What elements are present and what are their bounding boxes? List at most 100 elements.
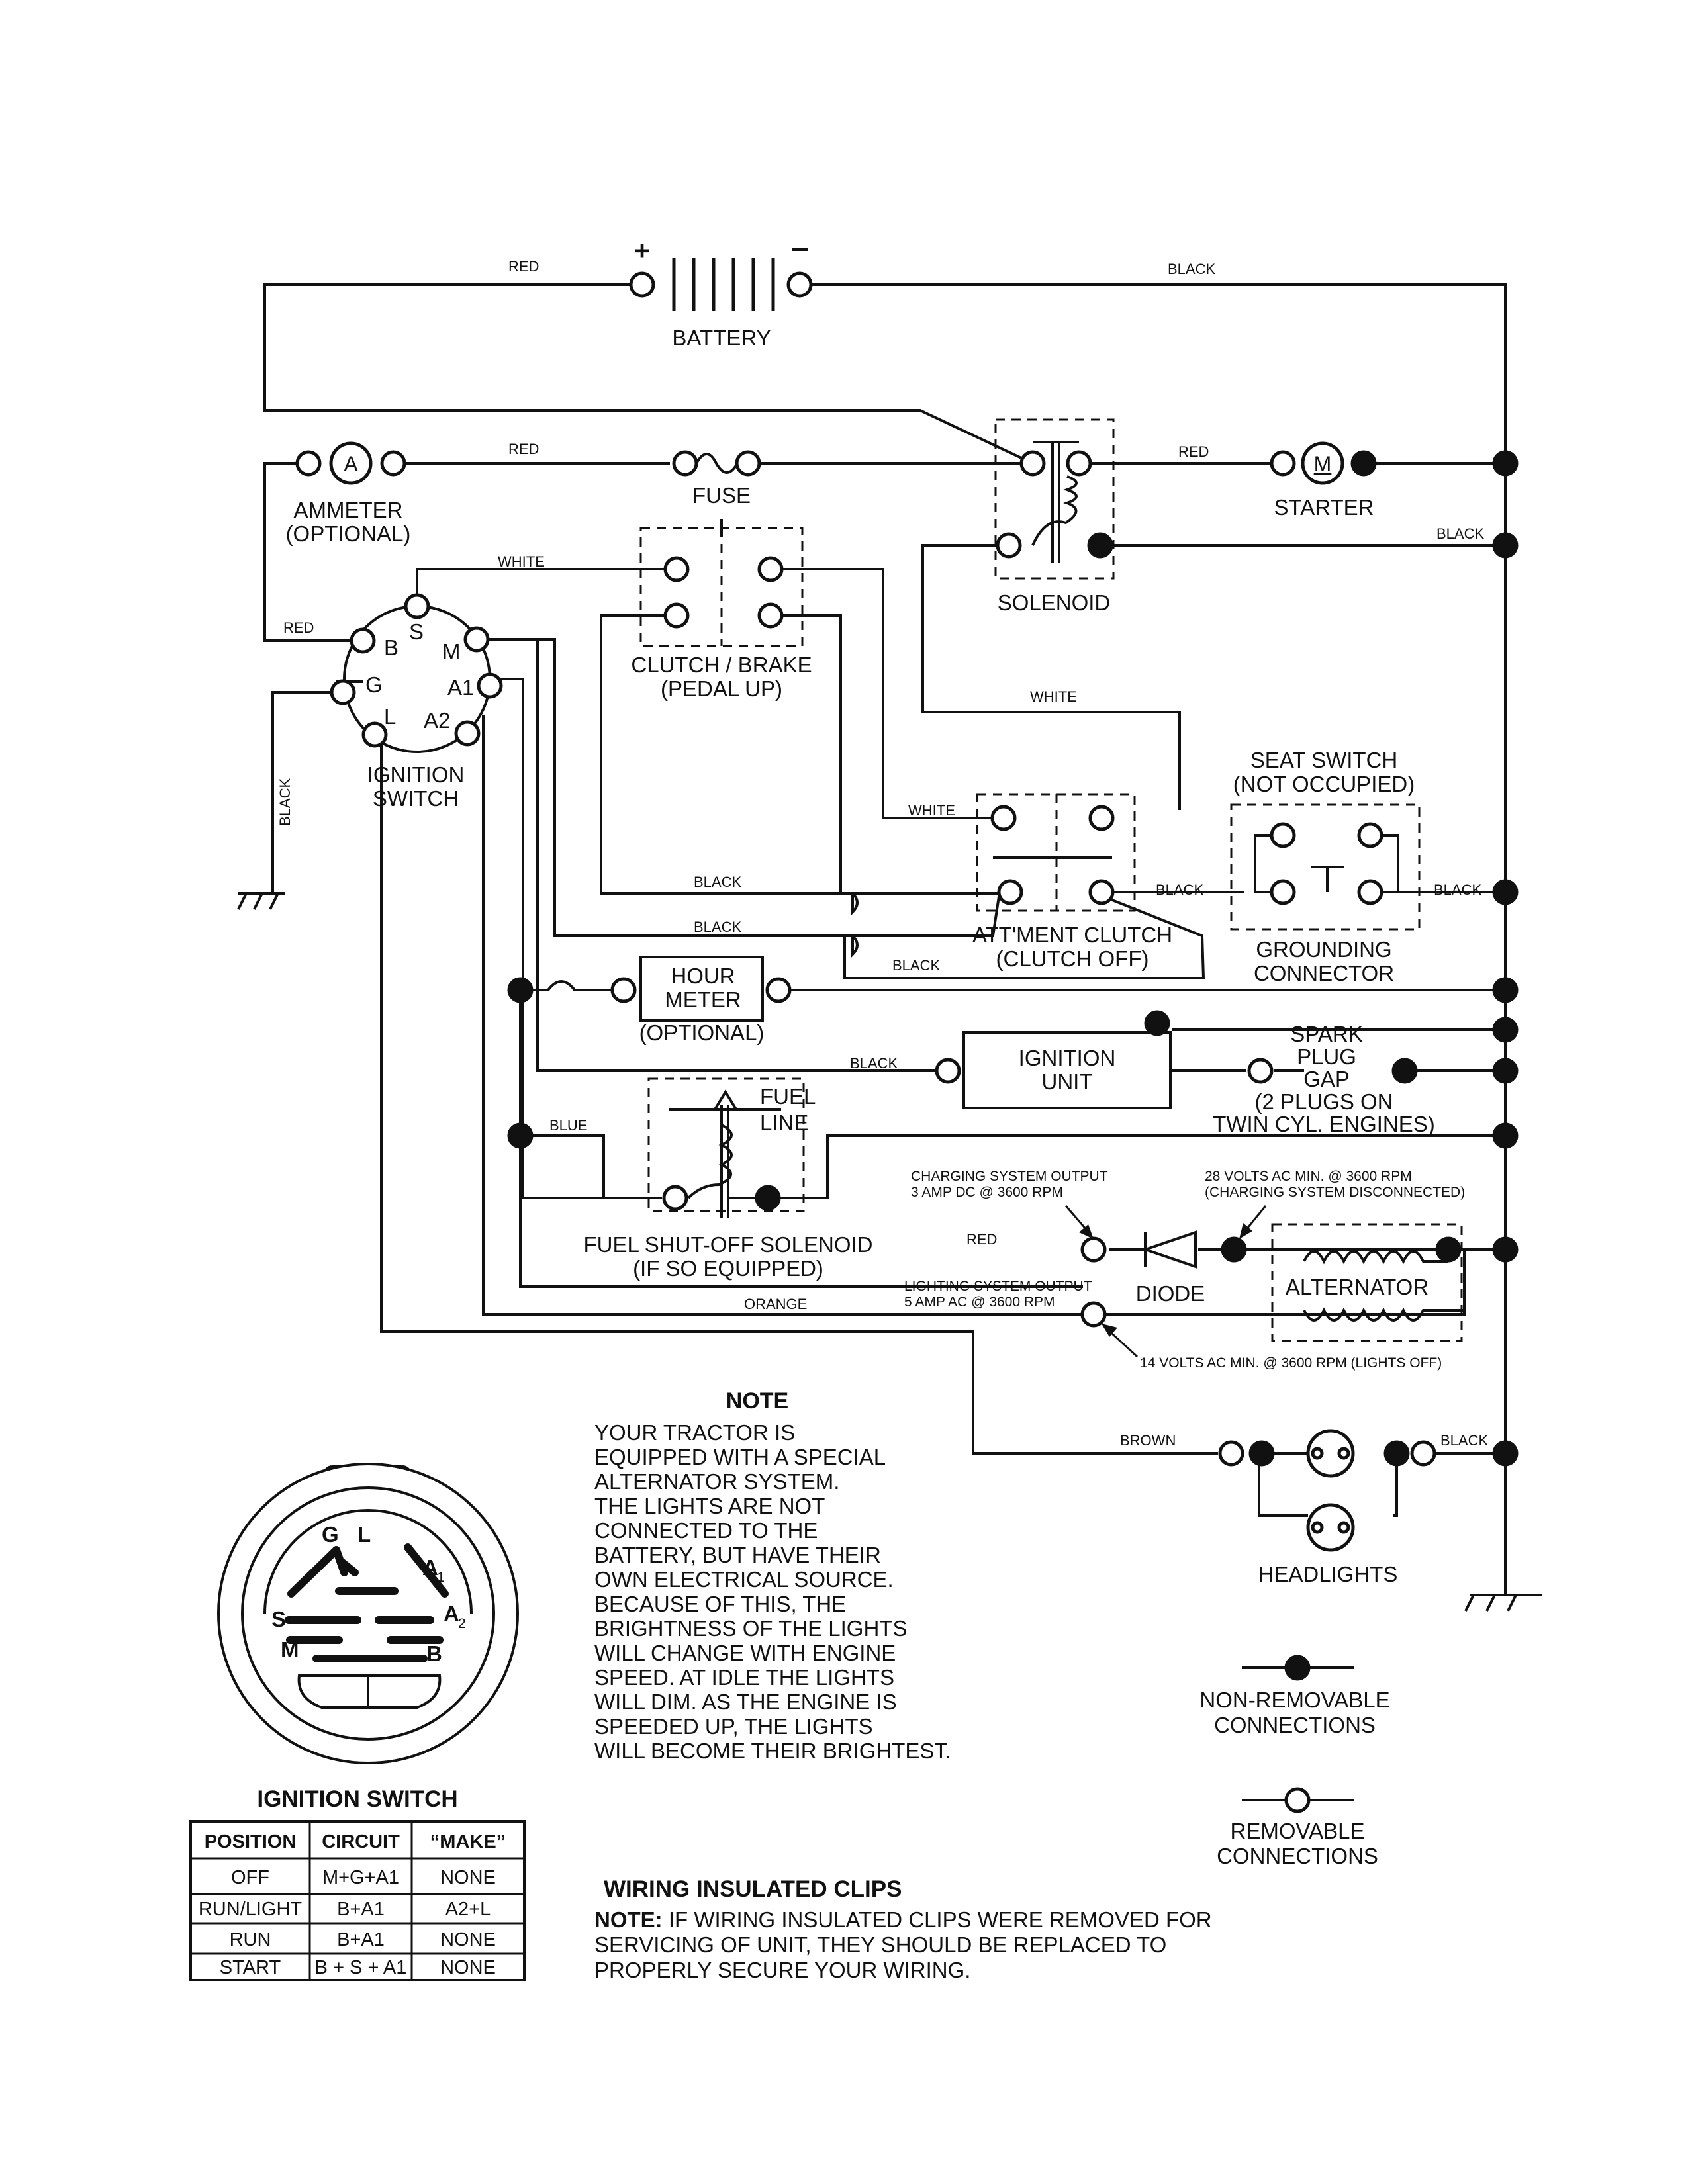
note-line: OWN ELECTRICAL SOURCE. (594, 1567, 894, 1592)
spark-plug-note-label-2: TWIN CYL. ENGINES) (1213, 1112, 1435, 1136)
wire-label-orange: ORANGE (744, 1296, 807, 1312)
table-cell: OFF (231, 1867, 269, 1888)
note-line: THE LIGHTS ARE NOT (594, 1494, 825, 1518)
table-cell: START (220, 1957, 281, 1978)
alternator-note: NOTE YOUR TRACTOR IS EQUIPPED WITH A SPE… (594, 1388, 951, 1763)
note-line: EQUIPPED WITH A SPECIAL (594, 1445, 886, 1469)
battery-positive-terminal (629, 271, 655, 298)
legend-non-removable-label-2: CONNECTIONS (1214, 1713, 1376, 1737)
fuel-line-label-2: LINE (760, 1111, 808, 1135)
table-cell: B+A1 (337, 1929, 385, 1950)
seat-switch-state-label: (NOT OCCUPIED) (1233, 772, 1415, 796)
wire-label-red: RED (508, 258, 539, 275)
ground-rail-nodes (1492, 450, 1519, 1467)
ammeter-symbol: A (344, 452, 358, 476)
ignition-label-g: G (365, 672, 383, 697)
wire-label-blue: BLUE (549, 1117, 587, 1134)
view-label-a1: A (422, 1555, 438, 1580)
ignition-label-a2: A2 (424, 708, 450, 733)
battery: + − BATTERY (629, 232, 813, 350)
ignition-terminal-l (361, 721, 388, 748)
charging-output-label: CHARGING SYSTEM OUTPUT (911, 1169, 1108, 1184)
starter: M STARTER (1270, 441, 1377, 520)
wire-label-black: BLACK (694, 919, 741, 935)
wire-label-black: BLACK (1156, 882, 1203, 898)
wire-label-brown: BROWN (1120, 1432, 1176, 1449)
note-line: BRIGHTNESS OF THE LIGHTS (594, 1616, 907, 1641)
ignition-unit-label: IGNITION (1019, 1046, 1116, 1070)
clips-line-1: NOTE: IF WIRING INSULATED CLIPS WERE REM… (594, 1907, 1212, 1932)
charging-system: DIODE ALTERNATOR (1080, 1223, 1519, 1342)
volts14-label: 14 VOLTS AC MIN. @ 3600 RPM (LIGHTS OFF) (1140, 1355, 1442, 1371)
battery-negative-terminal (786, 271, 813, 298)
ignition-label-s: S (409, 619, 424, 644)
view-label-b: B (426, 1641, 442, 1666)
hour-meter-label-2: METER (665, 987, 741, 1012)
lighting-output-value: 5 AMP AC @ 3600 RPM (904, 1295, 1055, 1310)
grounding-connector-label: GROUNDING (1256, 937, 1391, 962)
ignition-label-a1: A1 (447, 675, 474, 700)
ignition-label-m: M (442, 639, 461, 664)
grounding-connector-label-2: CONNECTOR (1254, 961, 1394, 985)
ignition-label-b: B (384, 635, 399, 660)
fuel-shutoff-solenoid: FUEL LINE FUEL SHUT-OFF SOLENOID (IF SO … (507, 1077, 873, 1281)
table-cell: NONE (440, 1929, 496, 1950)
volts28-note: (CHARGING SYSTEM DISCONNECTED) (1205, 1185, 1465, 1200)
spark-plug-gap-label: GAP (1303, 1067, 1350, 1091)
wire-label-black: BLACK (1440, 1432, 1488, 1449)
ignition-terminal-b (350, 627, 376, 654)
ignition-terminal-a1 (477, 672, 503, 699)
volts28-label: 28 VOLTS AC MIN. @ 3600 RPM (1205, 1169, 1412, 1184)
view-label-g: G (322, 1522, 339, 1547)
fuel-solenoid-note-label: (IF SO EQUIPPED) (633, 1256, 823, 1281)
wire-label-black: BLACK (277, 778, 293, 826)
view-label-a1-sub: 1 (437, 1570, 445, 1585)
table-header: CIRCUIT (322, 1831, 400, 1852)
legend-removable-label-2: CONNECTIONS (1217, 1844, 1378, 1868)
spark-plug: SPARK PLUG GAP (2 PLUGS ON TWIN CYL. ENG… (1213, 1022, 1435, 1136)
view-label-m: M (281, 1637, 299, 1662)
wire-label-black: BLACK (1436, 525, 1484, 542)
clutch-brake-switch: CLUTCH / BRAKE (PEDAL UP) (631, 519, 812, 701)
clips-line-2: SERVICING OF UNIT, THEY SHOULD BE REPLAC… (594, 1933, 1166, 1957)
spark-plug-note-label: (2 PLUGS ON (1254, 1089, 1393, 1114)
battery-minus-sign: − (790, 232, 809, 267)
ignition-terminal-g (330, 679, 356, 705)
lighting-output-label: LIGHTING SYSTEM OUTPUT (904, 1279, 1092, 1294)
starter-label: STARTER (1274, 495, 1374, 520)
note-line: YOUR TRACTOR IS (594, 1420, 795, 1445)
annotations: CHARGING SYSTEM OUTPUT 3 AMP DC @ 3600 R… (904, 1169, 1465, 1371)
seat-switch-label: SEAT SWITCH (1250, 748, 1397, 772)
ignition-switch: B S M G A1 L A2 IGNITION SWITCH (330, 593, 503, 811)
wire-label-black: BLACK (1168, 261, 1215, 277)
wire-label-white: WHITE (498, 553, 545, 570)
view-label-a2: A (444, 1602, 459, 1626)
clutch-brake-label: CLUTCH / BRAKE (631, 653, 812, 677)
wire-label-red: RED (508, 441, 539, 457)
hour-meter: HOUR METER (OPTIONAL) (507, 956, 792, 1045)
table-cell: B+A1 (337, 1899, 385, 1920)
view-label-l: L (357, 1522, 371, 1547)
wire-label-white: WHITE (1030, 688, 1077, 705)
view-label-a2-sub: 2 (458, 1616, 466, 1631)
attachment-clutch-switch: ATT'MENT CLUTCH (CLUTCH OFF) (972, 793, 1172, 971)
fuse: FUSE (672, 450, 761, 508)
wiring-clips-note: WIRING INSULATED CLIPS NOTE: IF WIRING I… (594, 1876, 1212, 1982)
battery-label: BATTERY (672, 326, 771, 350)
solenoid: SOLENOID (994, 418, 1115, 615)
table-header: POSITION (205, 1831, 297, 1852)
connection-legend: NON-REMOVABLE CONNECTIONS REMOVABLE CONN… (1199, 1655, 1390, 1868)
table-cell: B + S + A1 (315, 1957, 407, 1978)
note-line: WILL CHANGE WITH ENGINE (594, 1641, 896, 1665)
view-label-s: S (271, 1607, 286, 1631)
charging-output-value: 3 AMP DC @ 3600 RPM (911, 1185, 1063, 1200)
clutch-brake-pedal-label: (PEDAL UP) (661, 676, 782, 701)
wire-label-black: BLACK (850, 1055, 898, 1071)
note-title: NOTE (726, 1388, 788, 1414)
note-line: WILL DIM. AS THE ENGINE IS (594, 1690, 897, 1714)
wire-label-red: RED (966, 1231, 997, 1248)
ignition-unit: IGNITION UNIT (935, 1010, 1172, 1109)
wire-labels: RED BLACK RED RED BLACK WHITE WHITE RED … (277, 258, 1488, 1449)
alternator-label: ALTERNATOR (1286, 1275, 1429, 1299)
clips-title: WIRING INSULATED CLIPS (604, 1876, 902, 1902)
